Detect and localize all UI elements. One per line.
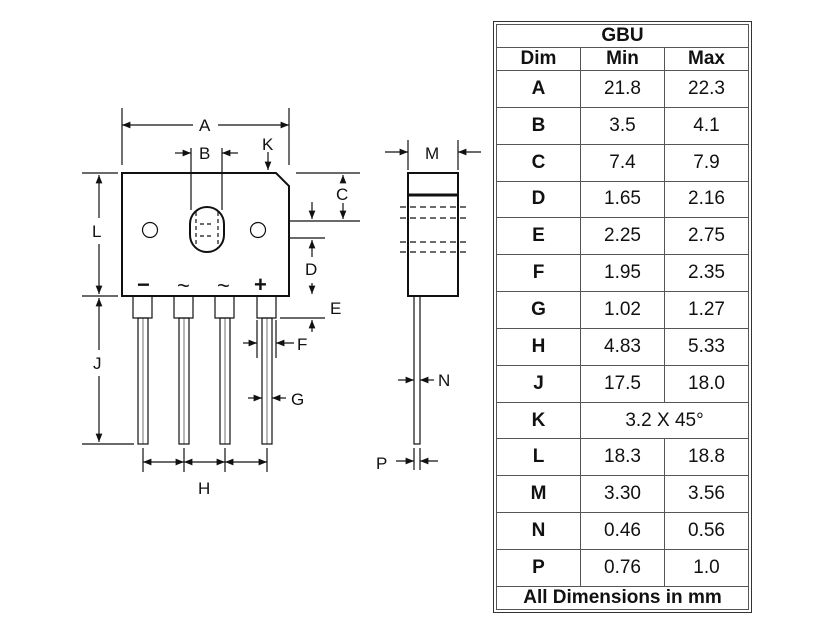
dim-min: 0.46: [580, 512, 665, 550]
dim-min: 3.5: [580, 106, 665, 145]
dim-max: 5.33: [664, 327, 749, 366]
label-B: B: [199, 144, 210, 163]
package-body: [121, 172, 290, 297]
dim-max: 18.0: [664, 364, 749, 403]
label-F: F: [297, 335, 307, 354]
dimension-labels: A B K C D L E J F G H M N P − ~ ~ +: [92, 116, 450, 498]
dim-min: 3.30: [580, 475, 665, 514]
dim-max: 22.3: [664, 70, 749, 108]
label-M: M: [425, 144, 439, 163]
dim-code: G: [496, 291, 581, 329]
dim-min: 21.8: [580, 70, 665, 108]
label-A: A: [199, 116, 211, 135]
label-E: E: [330, 299, 341, 318]
center-slot: [189, 206, 225, 253]
dim-code: L: [496, 438, 581, 477]
units-note: All Dimensions in mm: [496, 586, 749, 610]
table-footer-row: All Dimensions in mm: [496, 586, 749, 610]
dim-code: K: [496, 401, 581, 440]
label-K: K: [262, 135, 274, 154]
dim-min: 1.02: [580, 291, 665, 329]
header-max: Max: [664, 47, 749, 71]
header-min: Min: [580, 47, 665, 71]
dim-code: C: [496, 143, 581, 182]
left-hole: [141, 221, 159, 239]
dim-min: 17.5: [580, 364, 665, 403]
label-L: L: [92, 222, 101, 241]
dim-code: A: [496, 70, 581, 108]
dim-code: N: [496, 512, 581, 550]
side-view: [385, 140, 481, 470]
dim-max: 2.35: [664, 254, 749, 293]
dim-max: 2.75: [664, 217, 749, 256]
dim-max: 0.56: [664, 512, 749, 550]
label-N: N: [438, 371, 450, 390]
dim-max: 1.27: [664, 291, 749, 329]
dim-value: 3.2 X 45°: [580, 401, 749, 440]
side-lead: [413, 295, 421, 445]
pin-mark-ac1: ~: [177, 273, 190, 298]
dim-code: E: [496, 217, 581, 256]
label-D: D: [305, 260, 317, 279]
dim-min: 18.3: [580, 438, 665, 477]
label-G: G: [291, 390, 304, 409]
dim-min: 1.65: [580, 180, 665, 219]
dim-min: 0.76: [580, 548, 665, 588]
dim-min: 1.95: [580, 254, 665, 293]
front-view: [82, 108, 360, 472]
dim-code: H: [496, 327, 581, 366]
dim-min: 2.25: [580, 217, 665, 256]
pin-mark-plus: +: [254, 272, 267, 297]
dim-min: 7.4: [580, 143, 665, 182]
dim-min: 4.83: [580, 327, 665, 366]
label-C: C: [336, 185, 348, 204]
dim-code: M: [496, 475, 581, 514]
dim-max: 7.9: [664, 143, 749, 182]
pin-mark-ac2: ~: [217, 273, 230, 298]
dim-code: J: [496, 364, 581, 403]
table-title-row: GBU: [496, 24, 749, 48]
dim-code: D: [496, 180, 581, 219]
table-header-row: Dim Min Max: [496, 47, 749, 71]
right-hole: [249, 221, 267, 239]
label-H: H: [198, 479, 210, 498]
header-dim: Dim: [496, 47, 581, 71]
dim-max: 3.56: [664, 475, 749, 514]
leads: [132, 295, 277, 445]
dim-code: B: [496, 106, 581, 145]
dim-code: P: [496, 548, 581, 588]
dim-max: 2.16: [664, 180, 749, 219]
package-outline-drawing: A B K C D L E J F G H M N P − ~ ~ +: [82, 108, 481, 498]
dim-max: 1.0: [664, 548, 749, 588]
side-body: [407, 172, 459, 297]
dim-max: 4.1: [664, 106, 749, 145]
dim-max: 18.8: [664, 438, 749, 477]
package-name: GBU: [496, 24, 749, 48]
dim-code: F: [496, 254, 581, 293]
label-P: P: [376, 454, 387, 473]
pin-mark-minus: −: [137, 272, 150, 297]
label-J: J: [93, 354, 102, 373]
